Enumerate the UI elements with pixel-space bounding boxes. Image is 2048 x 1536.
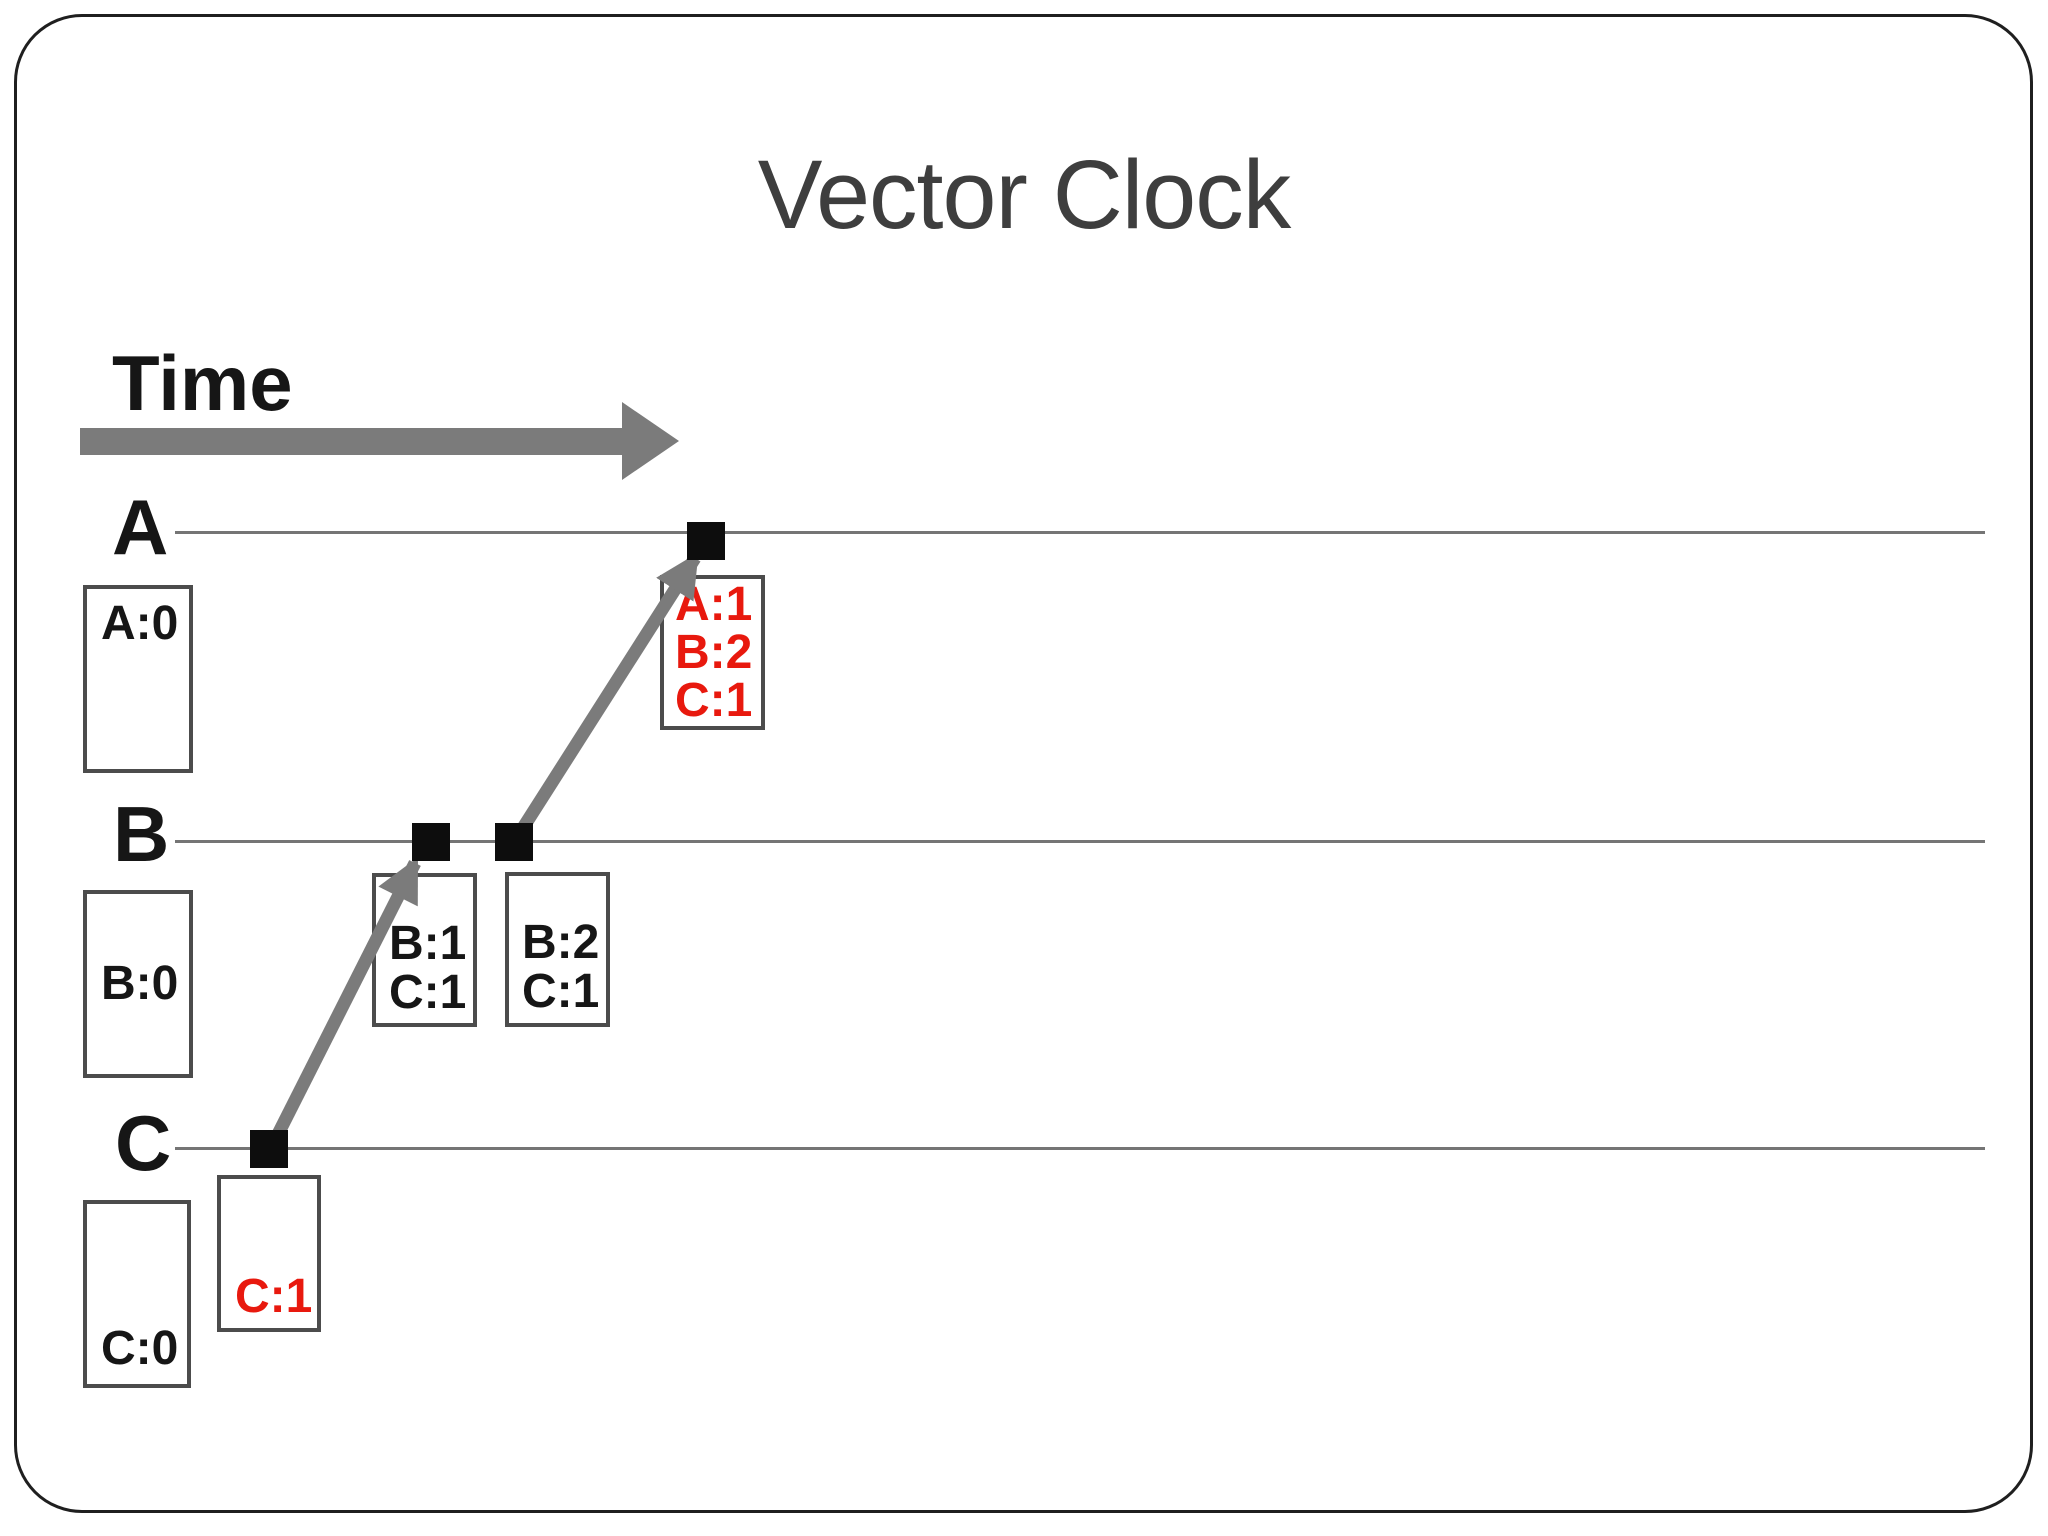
event-marker-b1	[412, 823, 450, 861]
clock-value: B:1	[389, 917, 467, 970]
clock-box-a1-b2-c1: A:1 B:2 C:1	[660, 575, 765, 730]
process-label-b: B	[113, 790, 170, 878]
clock-value: C:0	[101, 1322, 179, 1375]
clock-box-c0: C:0	[83, 1200, 191, 1388]
clock-box-a0: A:0	[83, 585, 193, 773]
clock-box-b0: B:0	[83, 890, 193, 1078]
clock-box-b1-c1: B:1 C:1	[372, 873, 477, 1027]
event-marker-c1	[250, 1130, 288, 1168]
clock-value: C:1	[675, 674, 753, 727]
process-label-a: A	[112, 483, 169, 571]
clock-value: C:1	[522, 965, 600, 1018]
process-label-c: C	[115, 1099, 172, 1187]
clock-value: A:1	[675, 578, 753, 631]
time-axis-label: Time	[112, 339, 293, 427]
clock-value: B:2	[675, 626, 753, 679]
clock-value: B:2	[522, 916, 600, 969]
event-marker-b2	[495, 823, 533, 861]
clock-box-b2-c1: B:2 C:1	[505, 872, 610, 1027]
clock-box-c1: C:1	[217, 1175, 321, 1332]
clock-value: C:1	[389, 966, 467, 1019]
clock-value: C:1	[235, 1270, 313, 1323]
clock-value: A:0	[101, 597, 179, 650]
slide-title: Vector Clock	[757, 140, 1292, 249]
event-marker-a1	[687, 522, 725, 560]
slide-border	[14, 14, 2033, 1513]
clock-value: B:0	[101, 957, 179, 1010]
